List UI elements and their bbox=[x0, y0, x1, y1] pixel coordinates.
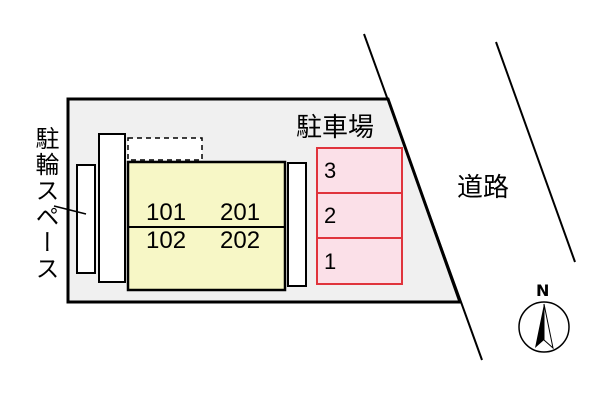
bicycle-parking-label: 駐輪スペース bbox=[31, 126, 59, 282]
unit-102: 102 bbox=[146, 227, 187, 254]
north-label: N bbox=[536, 281, 550, 300]
parking-label: 駐車場 bbox=[296, 113, 375, 143]
unit-101: 101 bbox=[146, 199, 187, 226]
unit-201: 201 bbox=[220, 199, 261, 226]
unit-202: 202 bbox=[220, 227, 261, 254]
road-far-line bbox=[495, 41, 576, 263]
road-label: 道路 bbox=[457, 173, 510, 203]
north-arrow-icon bbox=[518, 301, 570, 353]
bicycle-leader-line bbox=[53, 205, 87, 215]
parking-slot-1-number: 1 bbox=[324, 249, 337, 274]
parking-slot-2-number: 2 bbox=[324, 203, 337, 228]
dashed-annex bbox=[127, 137, 203, 161]
parking-slot-3-number: 3 bbox=[324, 158, 337, 183]
parking-slot-1 bbox=[316, 237, 403, 285]
building-right-wall bbox=[287, 162, 307, 287]
parking-slot-2 bbox=[316, 192, 403, 239]
parking-slot-3 bbox=[316, 147, 403, 194]
bicycle-space-area bbox=[76, 164, 96, 274]
building-left-wall bbox=[98, 133, 126, 283]
